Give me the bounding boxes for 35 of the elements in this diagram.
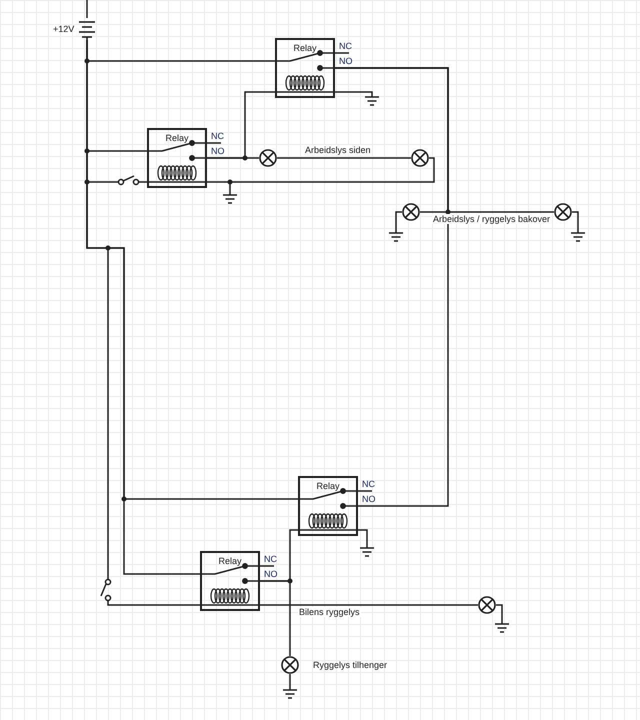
relay-box [298,476,358,536]
pin-label: NC [211,131,224,141]
wire-label: Arbeidslys / ryggelys bakover [432,214,552,224]
relay-box [275,38,335,98]
relay-title: Relay [217,556,242,566]
pin-label: NC [362,479,375,489]
lamp-symbol [402,203,420,221]
wire [260,529,298,582]
lamp-symbol [259,149,277,167]
relay-box [200,551,260,611]
pin-label: NO [211,146,224,156]
relay-box [147,128,207,188]
wire-label: Arbeidslys siden [304,145,372,155]
pin-label: NO [264,569,278,579]
lamp-symbol [554,203,572,221]
lamp-symbol [478,596,496,614]
relay-title: Relay [292,43,318,53]
wire [207,157,435,183]
lamp-symbol [281,656,299,674]
wire [277,157,411,159]
pin-label: NC [339,41,352,51]
battery-symbol [79,18,95,40]
relay-title: Relay [164,133,190,143]
wire [260,604,478,606]
wire [335,67,449,507]
wire-label: Bilens ryggelys [298,607,361,617]
pin-label: NO [362,494,376,504]
relay-title: Relay [315,481,340,491]
wire [86,40,200,575]
component-label: +12V [53,24,74,34]
lamp-symbol [411,149,429,167]
pin-label: NC [264,554,277,564]
component-label: Ryggelys tilhenger [313,660,388,670]
pin-label: NO [339,56,352,66]
wire [207,91,275,159]
